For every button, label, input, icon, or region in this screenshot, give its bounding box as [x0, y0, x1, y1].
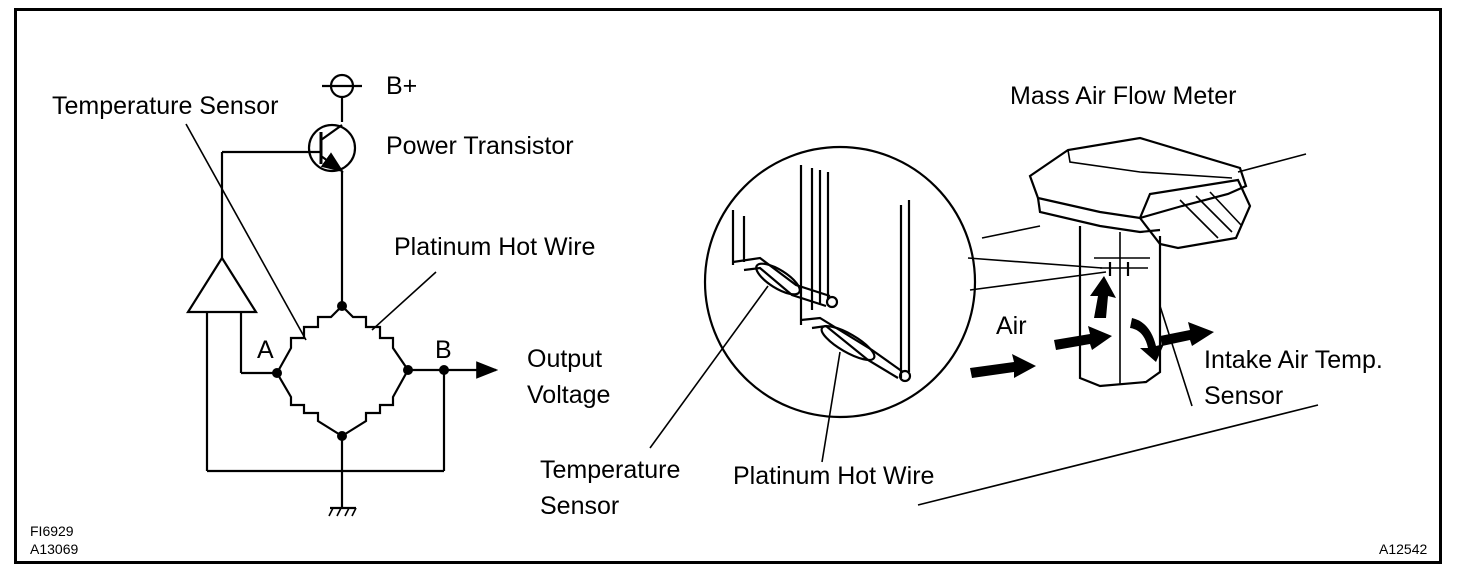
- b-plus-label: B+: [386, 72, 417, 100]
- figure-code-1: FI6929: [30, 523, 74, 539]
- mass-air-flow-meter-title: Mass Air Flow Meter: [1010, 82, 1236, 110]
- air-arrow-1: [970, 354, 1036, 378]
- air-arrow-up: [1090, 276, 1116, 318]
- mag-hot-wire-leader: [821, 351, 841, 463]
- power-transistor-label: Power Transistor: [386, 132, 574, 160]
- air-arrow-2: [1054, 326, 1112, 350]
- mag-temp-sensor-line1: Temperature: [540, 456, 680, 484]
- power-transistor-symbol: [222, 123, 357, 306]
- temp-sensor-leader: [185, 123, 307, 341]
- ground-symbol: [328, 436, 357, 517]
- mag-temp-sensor-line2: Sensor: [540, 492, 619, 520]
- amplifier-symbol: [186, 152, 446, 473]
- figure-code-3: A12542: [1379, 541, 1427, 557]
- temperature-sensor-label: Temperature Sensor: [52, 92, 279, 120]
- figure-code-2: A13069: [30, 541, 78, 557]
- intake-air-temp-label-line2: Sensor: [1204, 382, 1283, 410]
- intake-air-temp-label-line1: Intake Air Temp.: [1204, 346, 1383, 374]
- hot-wire-leader: [371, 271, 437, 331]
- mass-air-flow-meter-drawing: [917, 136, 1319, 506]
- node-top: [337, 301, 347, 311]
- node-a-label: A: [257, 336, 274, 364]
- bridge-resistors: [276, 305, 409, 437]
- air-label: Air: [996, 312, 1027, 340]
- circuit-diagram: B+ Temperature Sensor Power Transistor P…: [52, 72, 610, 517]
- b-plus-terminal: [322, 73, 362, 122]
- air-arrow-curve: [1130, 318, 1164, 362]
- node-a-dot: [272, 368, 282, 378]
- platinum-hot-wire-label: Platinum Hot Wire: [394, 233, 595, 261]
- mag-platinum-hot-wire-label: Platinum Hot Wire: [733, 462, 934, 490]
- mag-temp-sensor-leader: [649, 285, 769, 449]
- intake-sensor-leader: [1159, 305, 1193, 407]
- magnified-view: [649, 145, 1107, 463]
- node-b-label: B: [435, 336, 452, 364]
- output-label-line2: Voltage: [527, 381, 610, 409]
- output-label-line1: Output: [527, 345, 602, 373]
- air-arrow-out: [1160, 322, 1214, 346]
